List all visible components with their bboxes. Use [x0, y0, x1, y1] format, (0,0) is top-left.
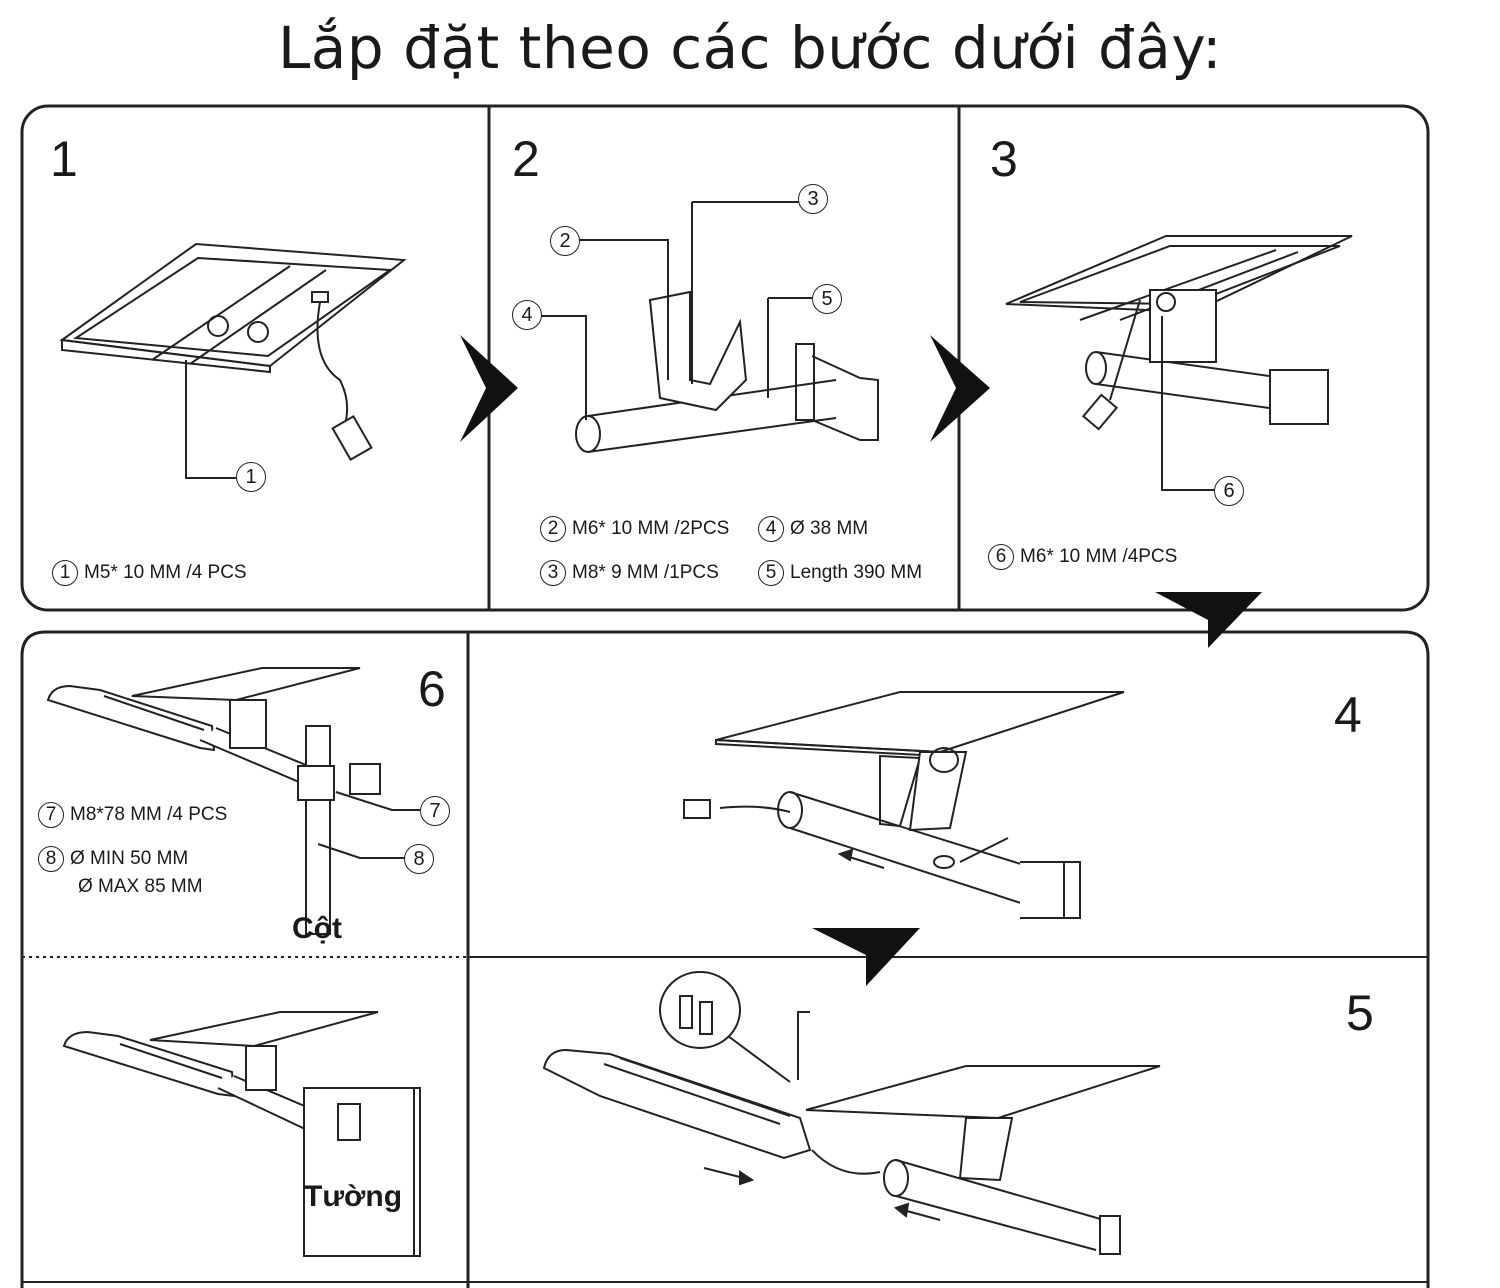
callout-2: 2	[550, 226, 580, 256]
step-number-1: 1	[50, 131, 78, 187]
step1-panel	[59, 242, 407, 479]
spec-num: 6	[988, 544, 1014, 570]
page-title: Lắp đặt theo các bước dưới đây:	[277, 14, 1222, 82]
callout-4: 4	[512, 300, 542, 330]
spec-num: 4	[758, 516, 784, 542]
spec-text: M8*78 MM /4 PCS	[70, 804, 228, 825]
spec-num: 1	[52, 560, 78, 586]
step-number-4: 4	[1334, 687, 1362, 743]
spec-step1: 1 M5* 10 MM /4 PCS	[52, 560, 247, 586]
step2-bracket	[540, 201, 879, 453]
step-number-2: 2	[512, 131, 540, 187]
callout-3: 3	[798, 184, 828, 214]
spec-text: Ø MIN 50 MM	[70, 848, 189, 869]
step-number-3: 3	[990, 131, 1018, 187]
pole-label: Cột	[292, 912, 342, 945]
spec-step2-a: 2 M6* 10 MM /2PCS	[540, 516, 729, 542]
spec-text: M8* 9 MM /1PCS	[572, 562, 719, 583]
spec-step2-b: 3 M8* 9 MM /1PCS	[540, 560, 719, 586]
spec-num: 3	[540, 560, 566, 586]
spec-num: 5	[758, 560, 784, 586]
callout-8: 8	[404, 844, 434, 874]
spec-num: 8	[38, 846, 64, 872]
spec-num: 2	[540, 516, 566, 542]
arrow-right-2	[930, 335, 990, 442]
step3-assembly	[1005, 235, 1353, 491]
callout-5: 5	[812, 284, 842, 314]
arrow-down-3	[1155, 592, 1262, 648]
spec-text: M6* 10 MM /2PCS	[572, 518, 730, 539]
spec-text: M5* 10 MM /4 PCS	[84, 562, 247, 583]
step-number-6: 6	[418, 661, 446, 717]
spec-step3: 6 M6* 10 MM /4PCS	[988, 544, 1177, 570]
top-panel-frame	[20, 104, 1430, 612]
step6-pole-assembly	[46, 667, 420, 935]
step4-assembly	[683, 691, 1125, 919]
wall-label: Tường	[304, 1180, 403, 1213]
callout-1: 1	[236, 462, 266, 492]
callout-6: 6	[1214, 476, 1244, 506]
spec-step2-c: 4 Ø 38 MM	[758, 516, 868, 542]
spec-step2-d: 5 Length 390 MM	[758, 560, 922, 586]
spec-step6-b: 8 Ø MIN 50 MM	[38, 846, 188, 872]
callout-7: 7	[420, 796, 450, 826]
spec-text: Ø 38 MM	[790, 518, 869, 539]
step5-assembly	[542, 971, 1161, 1255]
spec-text: M6* 10 MM /4PCS	[1020, 546, 1178, 567]
spec-text: Length 390 MM	[790, 562, 923, 583]
bottom-panel-frame	[20, 630, 1430, 1288]
step6-wall-assembly	[62, 1011, 421, 1257]
spec-step6-a: 7 M8*78 MM /4 PCS	[38, 802, 227, 828]
arrow-down-4	[812, 928, 920, 986]
spec-step6-c: Ø MAX 85 MM	[78, 876, 203, 897]
step-number-5: 5	[1346, 985, 1374, 1041]
spec-num: 7	[38, 802, 64, 828]
arrow-right-1	[460, 335, 518, 442]
